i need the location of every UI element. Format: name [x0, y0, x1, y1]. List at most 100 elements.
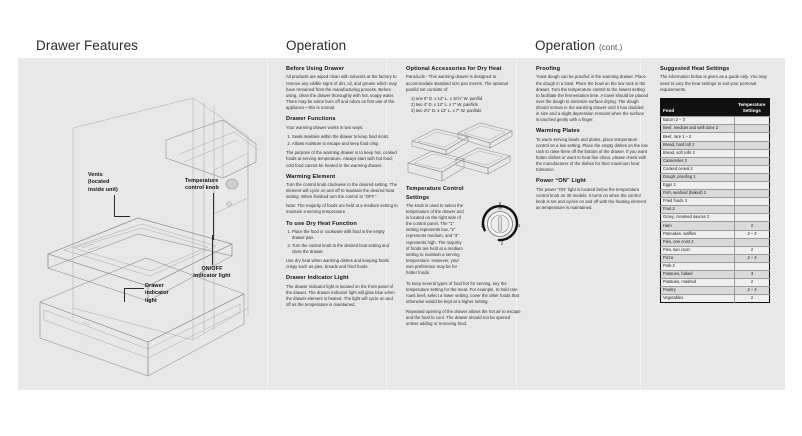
dial-label-1: 1 — [518, 223, 521, 228]
section-title: Drawer Indicator Light — [286, 275, 349, 282]
cell-food: Poultry — [660, 286, 735, 295]
temperature-dial-illustration: 0 off 1 2 3 — [477, 200, 523, 246]
column-divider-2 — [386, 58, 387, 390]
callout-line: inside unit) — [88, 186, 118, 193]
section-title: Before Using Drawer — [286, 66, 345, 72]
cell-food: Potatoes, mashed — [660, 278, 735, 287]
callout-line: control knob — [185, 185, 219, 192]
callout-line: Drawer — [145, 283, 164, 289]
callout-leader-vents — [114, 195, 115, 217]
section-dry-heat-function: To use Dry Heat Function Place the food … — [286, 221, 398, 271]
section-title: Suggested Heat Settings — [660, 66, 730, 72]
dial-label-2: 2 — [501, 241, 504, 246]
callout-temperature-control-knob: Temperature control knob — [185, 178, 241, 193]
dial-label-3: 3 — [481, 223, 484, 228]
section-title-line2: Settings — [406, 194, 430, 201]
cell-temperature-setting: 3 — [734, 270, 770, 279]
cell-temperature-setting — [734, 116, 770, 125]
callout-leader-knob — [213, 193, 214, 240]
section-paragraph: To keep several types of food hot for se… — [406, 281, 519, 305]
cell-temperature-setting: 2 – 3 — [734, 253, 770, 263]
table-row: Cooked cereal 2 — [660, 164, 770, 174]
section-power-on-light: Power “ON” Light The power “ON” light is… — [536, 178, 648, 211]
section-title: Proofing — [536, 66, 561, 72]
callout-leader-drawer — [124, 288, 144, 289]
heading-operation-cont: Operation (cont.) — [535, 38, 622, 53]
section-paragraph: Pans/Lids - This warming drawer is desig… — [406, 74, 508, 92]
cell-food: Fruit 2 — [660, 205, 735, 214]
table-row: Fruit 2 — [660, 205, 770, 214]
cell-food: Pork 2 — [660, 261, 735, 271]
list-item: 1) one 6″ D. x 12″ L. x 10½″ W. pan/lid — [411, 95, 483, 101]
callout-leader-drawer-v — [124, 288, 125, 302]
column-header-temperature-settings: Temperature Settings — [734, 98, 770, 117]
table-row: Bread, hard roll 2 — [660, 140, 770, 150]
cell-temperature-setting — [734, 148, 770, 158]
table-row: Pork 2 — [660, 261, 770, 271]
pan-inserts-illustration — [406, 119, 518, 182]
section-paragraph: Turn the control knob clockwise to the d… — [286, 182, 397, 200]
column-heat-settings: Suggested Heat Settings The information … — [660, 66, 770, 304]
section-warming-element: Warming Element Turn the control knob cl… — [286, 174, 398, 216]
cell-food: Beef, rare 1 – 2 — [660, 132, 735, 142]
column-header-food: Food — [660, 98, 735, 117]
cell-food: Pies, one crust 2 — [660, 237, 735, 247]
section-paragraph: Repeated opening of the drawer allows th… — [406, 308, 521, 326]
list-item: Allows moisture to escape and keep food … — [292, 141, 398, 147]
cell-food: Bacon 2 – 3 — [660, 116, 735, 125]
cell-food: Bread, soft rolls 2 — [660, 148, 735, 158]
cell-temperature-setting: 2 — [734, 294, 770, 303]
cell-food: Fish, seafood (baked) 2 — [660, 189, 735, 198]
cell-temperature-setting — [734, 205, 770, 214]
section-title: Drawer Functions — [286, 116, 336, 123]
drawer-functions-list: Seals moisture within the drawer to keep… — [286, 134, 398, 148]
dial-label-0: 0 — [499, 202, 502, 207]
table-row: Fried foods 3 — [660, 197, 770, 206]
cell-temperature-setting — [734, 164, 770, 174]
cell-temperature-setting: 2 — [734, 278, 770, 287]
table-header-row: Food Temperature Settings — [660, 98, 770, 117]
heading-drawer-features: Drawer Features — [36, 38, 139, 53]
column-accessories: Optional Accessories for Dry Heat Pans/L… — [406, 66, 521, 332]
dry-heat-steps: Place the food or cookware with food in … — [286, 229, 398, 255]
cell-temperature-setting — [734, 237, 770, 247]
pan-sizes-list: 1) one 6″ D. x 12″ L. x 10½″ W. pan/lid … — [406, 96, 521, 114]
cell-food: Casseroles 2 — [660, 156, 735, 166]
cell-temperature-setting — [734, 197, 770, 206]
callout-line: indicator light — [193, 273, 231, 280]
cell-temperature-setting — [734, 213, 770, 222]
dial-label-off: off — [498, 207, 502, 211]
heading-operation: Operation — [286, 38, 347, 53]
list-item: Seals moisture within the drawer to keep… — [292, 134, 398, 140]
cell-temperature-setting — [734, 180, 770, 190]
cell-food: Dough, proofing 1 — [660, 172, 735, 182]
table-row: Bacon 2 – 3 — [660, 116, 770, 125]
cell-temperature-setting: 2 – 3 — [734, 229, 770, 239]
cell-food: Vegetables — [660, 294, 735, 303]
warming-drawer-illustration — [39, 97, 259, 377]
column-divider-1 — [267, 58, 268, 390]
section-paragraph: Your warming drawer works in two ways: — [286, 124, 364, 130]
table-row: Gravy, creamed sauces 2 — [660, 213, 770, 222]
section-note: Note: The majority of foods are held at … — [286, 203, 398, 215]
callout-onoff-indicator-light: ON/OFF indicator light — [188, 266, 236, 281]
section-paragraph: The purpose of the warming drawer is to … — [286, 150, 397, 168]
section-paragraph: The information below is given as a guid… — [660, 74, 767, 92]
content-panel: Before Using Drawer All products are wip… — [18, 58, 785, 390]
section-warming-plates: Warming Plates To warm serving bowls and… — [536, 128, 648, 173]
section-title: Warming Plates — [536, 128, 580, 135]
section-proofing: Proofing Yeast dough can be proofed in t… — [536, 66, 648, 123]
list-item: 3) two 2½″ D. x 12″ L. x 7″ W. pan/lids — [411, 107, 482, 113]
cell-food: Potatoes, baked — [660, 270, 735, 279]
section-title: Optional Accessories for Dry Heat — [406, 66, 502, 72]
callout-line: light — [145, 297, 157, 304]
table-row: Eggs 2 — [660, 180, 770, 190]
